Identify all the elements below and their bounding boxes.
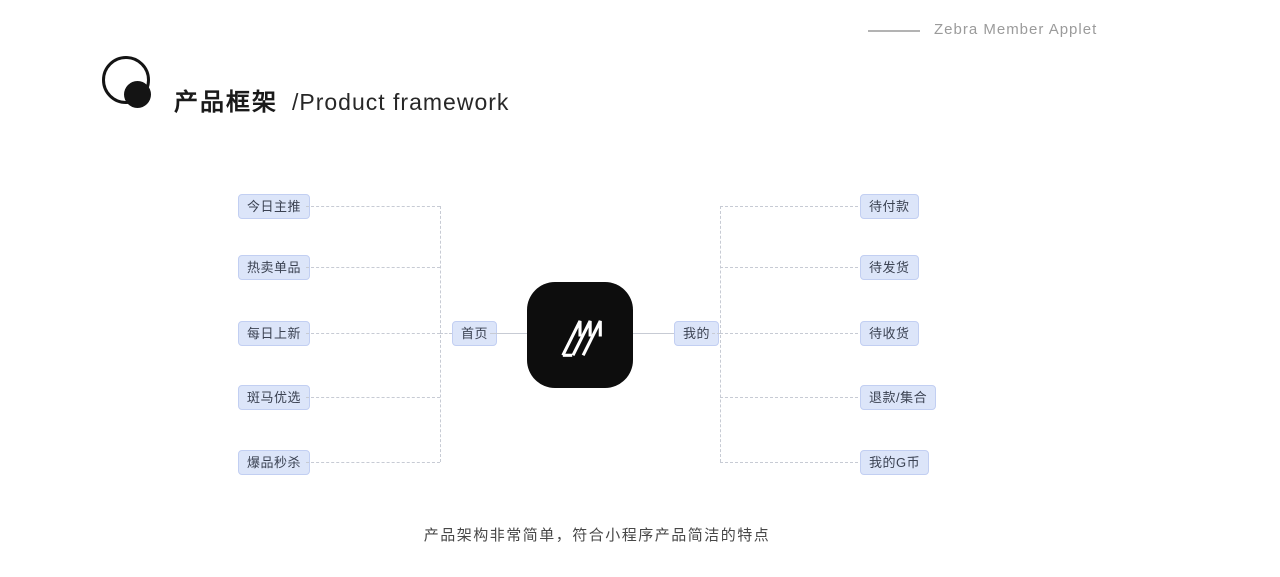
watermark-divider-line xyxy=(868,30,920,32)
connector-line xyxy=(490,333,527,334)
connector-line xyxy=(633,333,674,334)
right-node-0: 待付款 xyxy=(860,194,919,219)
brand-dot-icon xyxy=(124,81,151,108)
connector-line xyxy=(720,206,858,207)
connector-line xyxy=(720,397,858,398)
left-node-4: 爆品秒杀 xyxy=(238,450,311,475)
watermark-text: Zebra Member Applet xyxy=(934,21,1098,38)
connector-line xyxy=(306,267,440,268)
connector-line xyxy=(720,267,858,268)
right-node-3: 退款/集合 xyxy=(860,385,937,410)
connector-line xyxy=(306,206,440,207)
right-trunk-line xyxy=(720,206,721,462)
page-title-en: /Product framework xyxy=(292,89,510,115)
connector-line xyxy=(306,333,440,334)
zebra-logo-icon xyxy=(527,282,633,388)
connector-line xyxy=(712,333,720,334)
right-node-4: 我的G币 xyxy=(860,450,930,475)
left-node-2: 每日上新 xyxy=(238,321,311,346)
left-node-0: 今日主推 xyxy=(238,194,311,219)
footer-caption: 产品架构非常简单，符合小程序产品简洁的特点 xyxy=(423,527,771,544)
connector-line xyxy=(720,462,858,463)
connector-line xyxy=(306,397,440,398)
left-node-3: 斑马优选 xyxy=(238,385,311,410)
left-node-1: 热卖单品 xyxy=(238,255,311,280)
home-node: 首页 xyxy=(452,321,498,346)
left-trunk-line xyxy=(440,206,441,462)
right-node-2: 待收货 xyxy=(860,321,919,346)
mine-node: 我的 xyxy=(674,321,720,346)
right-node-1: 待发货 xyxy=(860,255,919,280)
connector-line xyxy=(306,462,440,463)
page-title-cn: 产品框架 xyxy=(174,89,278,116)
connector-line xyxy=(440,333,452,334)
page-title: 产品框架 /Product framework xyxy=(174,82,509,117)
connector-line xyxy=(720,333,858,334)
